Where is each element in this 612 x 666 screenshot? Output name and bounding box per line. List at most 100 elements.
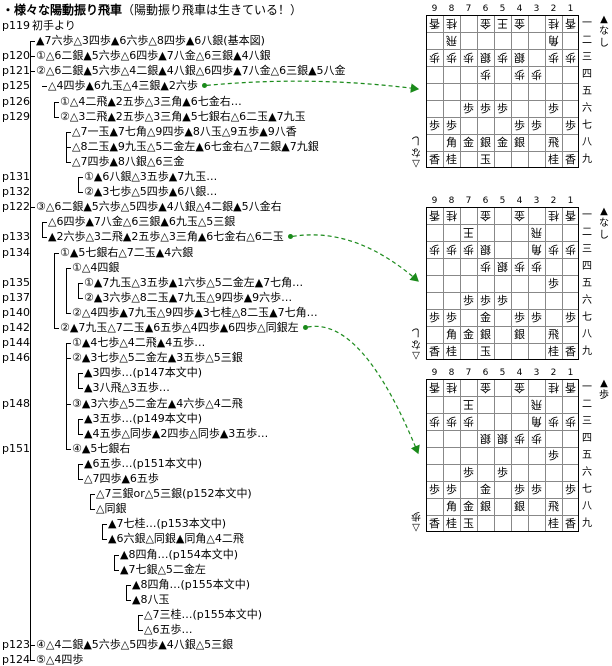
tree-line: △同銀 — [96, 502, 126, 515]
sente-piece: 銀 — [514, 136, 525, 149]
rank-label: 六 — [582, 103, 592, 114]
sente-piece: 飛 — [548, 500, 559, 513]
move-sequence: ▲8四角…(p155本文中) — [132, 577, 251, 591]
tree-line: ②△6二銀▲5六歩△4二銀▲4八銀△6四歩▲7八金△6三銀▲5八金 — [36, 64, 346, 77]
tree-line: ▲8四角…(p155本文中) — [132, 578, 250, 591]
rank-label: 八 — [582, 501, 592, 512]
branch-connector — [78, 479, 83, 480]
move-sequence: ▲3七歩△5二金左▲3五歩△5三銀 — [81, 351, 243, 365]
gote-piece: 歩 — [565, 415, 576, 428]
branch-guide — [66, 146, 67, 162]
sente-piece: 歩 — [480, 102, 491, 115]
gote-piece: 歩 — [480, 68, 491, 81]
gote-piece: 香 — [565, 209, 576, 222]
move-sequence: ▲5七銀右△7二玉▲4六銀 — [69, 245, 194, 259]
grid-line — [427, 275, 578, 276]
sente-piece: 歩 — [429, 483, 440, 496]
gote-piece: 角 — [548, 34, 559, 47]
grid-line — [427, 309, 578, 310]
grid-line — [427, 117, 578, 118]
rank-label: 四 — [582, 261, 592, 272]
sente-piece: 歩 — [514, 119, 525, 132]
sente-piece: 歩 — [446, 483, 457, 496]
sente-piece: 香 — [565, 345, 576, 358]
file-label: 7 — [465, 4, 472, 14]
page-ref: p122 — [2, 200, 30, 214]
tree-line: ①△6二銀▲5六歩△6四歩▲7八金△6三銀▲4八銀 — [36, 49, 271, 62]
move-sequence: △6二銀▲5六歩△5四歩▲4八銀△4二銀▲5八金右 — [45, 200, 282, 214]
tree-line: ②▲3七歩△5四歩▲6八銀… — [84, 185, 217, 198]
gote-piece: 香 — [565, 381, 576, 394]
branch-guide — [138, 614, 139, 630]
sente-piece: 歩 — [548, 277, 559, 290]
tree-line: ▲3四歩…(p147本文中) — [84, 366, 202, 379]
file-label: 1 — [567, 196, 574, 206]
branch-number: ① — [84, 275, 94, 289]
tree-line: ④△4二銀▲5六歩△5四歩▲4八銀△5三銀 — [36, 638, 233, 651]
grid-line — [427, 413, 578, 414]
file-label: 7 — [465, 368, 472, 378]
branch-connector — [90, 509, 95, 511]
branch-number: ① — [84, 170, 94, 183]
grid-line — [460, 208, 461, 359]
tree-line: ①▲7九玉△3五歩▲1六歩△5二金左▲7七角… — [84, 276, 303, 289]
gote-piece: 歩 — [531, 260, 542, 273]
gote-piece: 金 — [514, 209, 525, 222]
branch-guide — [66, 131, 67, 162]
grid-line — [427, 430, 578, 431]
rank-label: 七 — [582, 120, 592, 131]
file-label: 2 — [550, 196, 557, 206]
grid-line — [477, 208, 478, 359]
file-label: 9 — [431, 368, 438, 378]
branch-number: ③ — [72, 396, 82, 410]
page-ref: p131 — [2, 170, 30, 183]
rank-label: 二 — [582, 35, 592, 46]
gote-piece: 桂 — [548, 209, 559, 222]
page-ref: p126 — [2, 94, 30, 108]
branch-guide — [54, 101, 55, 117]
move-sequence: △6四歩▲7八金△6三銀▲6九玉△5三銀 — [48, 215, 236, 229]
rank-label: 四 — [582, 69, 592, 80]
move-sequence: △6二銀▲5六歩△4二銀▲4八銀△6四歩▲7八金△6三銀▲5八金 — [45, 64, 346, 78]
gote-hand: △なし — [411, 134, 421, 169]
rank-label: 二 — [582, 399, 592, 410]
file-label: 4 — [516, 368, 523, 378]
sente-piece: 歩 — [446, 119, 457, 132]
move-sequence: △7三銀or△5三銀(p152本文中) — [96, 487, 252, 501]
tree-line: △7四歩▲6五歩 — [84, 472, 159, 485]
branch-number: ① — [36, 49, 46, 63]
gote-piece: 歩 — [548, 51, 559, 64]
branch-connector — [66, 131, 71, 133]
tree-line: △6五歩… — [144, 623, 192, 636]
grid-line — [528, 208, 529, 359]
move-sequence: ▲7七銀△5二金左 — [120, 562, 206, 576]
branch-guide — [66, 403, 67, 449]
move-sequence: △4四歩▲6九玉△4三銀▲2六歩 — [48, 79, 198, 93]
grid-line — [477, 380, 478, 531]
sente-piece: 歩 — [446, 311, 457, 324]
gote-piece: 歩 — [446, 51, 457, 64]
move-sequence: ▲5七銀右 — [81, 441, 131, 455]
page-ref: p132 — [2, 185, 30, 199]
page-ref: p129 — [2, 109, 30, 123]
gote-piece: 歩 — [514, 68, 525, 81]
gote-piece: 歩 — [531, 68, 542, 81]
branch-connector — [30, 71, 35, 73]
move-sequence: ▲8四角…(p154本文中) — [120, 547, 239, 561]
grid-line — [528, 380, 529, 531]
file-label: 5 — [499, 196, 506, 206]
gote-piece: 銀 — [480, 432, 491, 445]
branch-guide — [54, 252, 55, 328]
file-label: 7 — [465, 196, 472, 206]
branch-number: ② — [72, 351, 82, 365]
page-ref: p151 — [2, 441, 30, 455]
sente-piece: 玉 — [480, 345, 491, 358]
trunk-line — [30, 41, 31, 661]
grid-line — [460, 16, 461, 167]
branch-connector — [126, 584, 131, 586]
gote-piece: 歩 — [565, 51, 576, 64]
move-sequence: △7四歩▲6五歩 — [84, 472, 159, 485]
tree-line: △8二玉▲9九玉△5二金左▲6七金右△7二銀▲7九銀 — [72, 140, 319, 153]
file-label: 2 — [550, 4, 557, 14]
sente-piece: 銀 — [480, 136, 491, 149]
